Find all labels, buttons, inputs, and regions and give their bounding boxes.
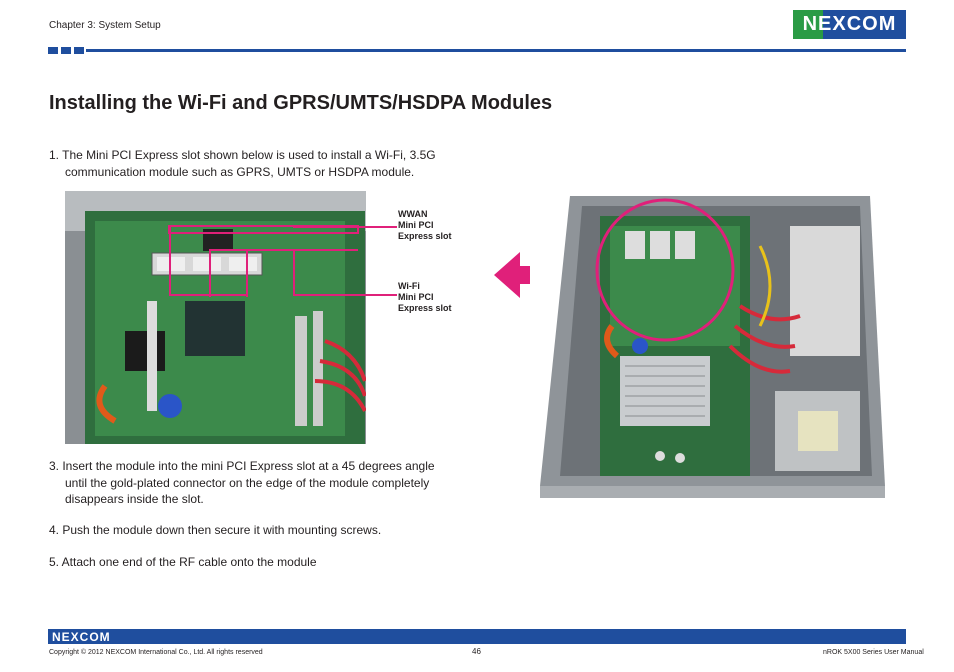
- wifi-callout-line-2: Mini PCI: [398, 292, 434, 302]
- wifi-callout-line-3: Express slot: [398, 303, 452, 313]
- wwan-callout: WWAN Mini PCI Express slot: [398, 209, 452, 242]
- step-3-line-3: disappears inside the slot.: [65, 492, 204, 506]
- wwan-callout-line-2: Mini PCI: [398, 220, 434, 230]
- step-1-line-2: communication module such as GPRS, UMTS …: [65, 164, 415, 179]
- wifi-callout: Wi-Fi Mini PCI Express slot: [398, 281, 452, 314]
- motherboard-closeup-photo: [65, 191, 366, 444]
- wifi-leader-line: [293, 294, 397, 296]
- chassis-overview-photo: [530, 186, 888, 512]
- logo-text: NEXCOM: [802, 13, 897, 35]
- manual-name: nROK 5X00 Series User Manual: [823, 649, 924, 656]
- wifi-leader-line-vertical: [293, 249, 295, 296]
- wwan-callout-line-3: Express slot: [398, 231, 452, 241]
- step-5: 5. Attach one end of the RF cable onto t…: [49, 555, 317, 569]
- footer-logo: NEXCOM: [52, 629, 111, 644]
- footer-bar: [48, 629, 906, 644]
- wifi-callout-line-1: Wi-Fi: [398, 281, 420, 291]
- step-3-line-1: 3. Insert the module into the mini PCI E…: [49, 459, 435, 473]
- step-1: 1. The Mini PCI Express slot shown below…: [49, 147, 459, 180]
- step-1-line-1: 1. The Mini PCI Express slot shown below…: [49, 148, 436, 162]
- copyright-text: Copyright © 2012 NEXCOM International Co…: [49, 649, 263, 656]
- wwan-callout-line-1: WWAN: [398, 209, 428, 219]
- page-number: 46: [472, 647, 481, 656]
- header-rule: [86, 49, 906, 52]
- step-3-line-2: until the gold-plated connector on the e…: [65, 475, 430, 490]
- header-squares: [48, 47, 84, 54]
- wwan-leader-line: [293, 226, 397, 228]
- step-3: 3. Insert the module into the mini PCI E…: [49, 458, 459, 508]
- chapter-label: Chapter 3: System Setup: [49, 20, 161, 31]
- page-title: Installing the Wi-Fi and GPRS/UMTS/HSDPA…: [49, 92, 553, 114]
- step-4: 4. Push the module down then secure it w…: [49, 523, 382, 537]
- nexcom-logo: NEXCOM: [793, 10, 906, 39]
